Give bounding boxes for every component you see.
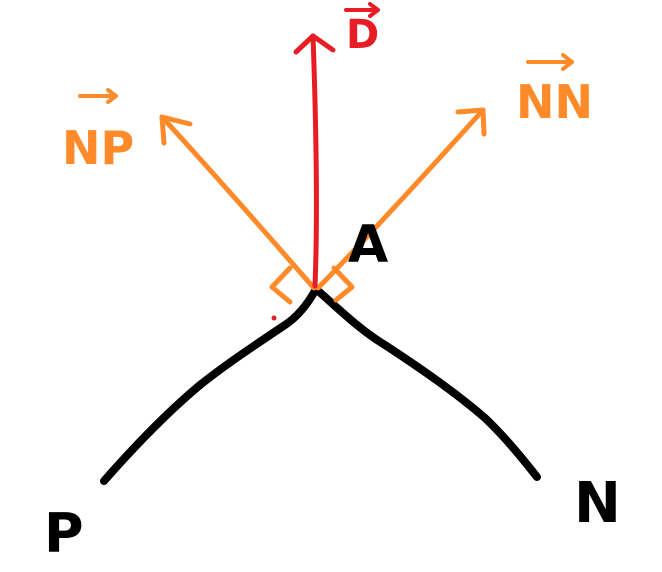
segment-pa [100, 285, 320, 485]
label-point-p: P [44, 502, 84, 565]
red-dot [271, 315, 277, 321]
vector-nn-arrow [315, 107, 487, 291]
label-vector-np-arrow-icon [78, 88, 118, 104]
label-vector-nn: NN [516, 53, 593, 129]
label-vector-d-text: D [346, 12, 379, 58]
label-vector-d: D [344, 2, 380, 58]
label-vector-np-text: NP [62, 121, 134, 175]
label-vector-d-arrow-icon [344, 2, 380, 18]
label-point-n: N [574, 471, 621, 536]
segment-an [312, 285, 541, 481]
label-vector-np: NP [62, 88, 134, 175]
right-angle-left-marker [269, 265, 293, 305]
label-vector-nn-arrow-icon [526, 53, 574, 71]
vector-np-arrow [159, 114, 317, 291]
label-point-a: A [348, 215, 388, 275]
vector-d-arrow [293, 33, 336, 289]
right-angle-right-marker [331, 265, 355, 303]
label-vector-nn-text: NN [516, 75, 593, 129]
